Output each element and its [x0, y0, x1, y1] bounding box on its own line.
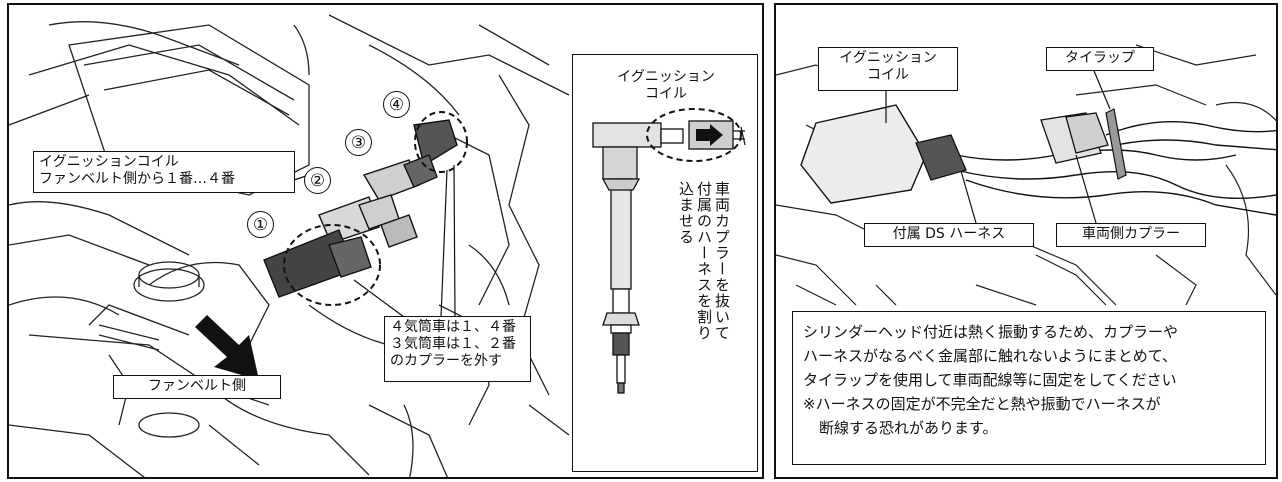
fan-belt-label: ファンベルト側 [113, 375, 281, 399]
tie-wrap-label: タイラップ [1046, 47, 1154, 71]
vehicle-coupler-label: 車両側カプラー [1056, 223, 1206, 247]
inset-instruction-col2: 付属のハーネスを割り [695, 181, 713, 341]
coupler-note-line1: ４気筒車は１、４番 [390, 319, 516, 335]
cylinder-number-1: ① [247, 211, 274, 238]
harness-installation-panel: イグニッション コイル タイラップ 付属 DS ハーネス 車両側カプラー シリン… [774, 3, 1278, 479]
inset-title-line2: コイル [645, 86, 687, 102]
coil-label-line2: コイル [867, 67, 909, 83]
ignition-coil-drawing [592, 108, 746, 394]
coupler-note: ４気筒車は１、４番 ３気筒車は１、２番 のカプラーを外す [384, 316, 531, 382]
arrow-right-icon [696, 124, 723, 146]
coil-label: イグニッション コイル [818, 47, 958, 91]
arrow-fan-belt-icon [195, 315, 259, 380]
caution-note-line1: シリンダーヘッド付近は熱く振動するため、カプラーや [803, 323, 1179, 341]
coupler-note-line2: ３気筒車は１、２番 [390, 336, 516, 352]
coil-position-line1: イグニッションコイル [39, 154, 179, 170]
caution-note-line2: ハーネスがなるべく金属部に触れないようにまとめて、 [803, 347, 1177, 365]
tie-wrap-icon [1105, 108, 1127, 180]
cylinder-number-2: ② [304, 167, 331, 194]
caution-note-line3: タイラップを使用して車両配線等に固定をしてください [803, 371, 1177, 389]
coil-label-line1: イグニッション [839, 50, 937, 66]
inset-instruction-col1: 車両カプラーを抜いて [713, 181, 731, 341]
coil-position-label: イグニッションコイル ファンベルト側から１番…４番 [33, 151, 295, 193]
ignition-coil-inset: イグニッション コイル 車両カプラーを抜いて 付属のハーネスを割り [572, 54, 758, 472]
engine-bay-illustration [9, 14, 570, 477]
ds-harness-label: 付属 DS ハーネス [864, 223, 1034, 247]
caution-note-line4: ※ハーネスの固定が不完全だと熱や振動でハーネスが [803, 395, 1161, 413]
coil-position-line2: ファンベルト側から１番…４番 [39, 171, 235, 187]
inset-instruction-col3: 込ませる [677, 181, 695, 245]
caution-note: シリンダーヘッド付近は熱く振動するため、カプラーや ハーネスがなるべく金属部に触… [792, 311, 1266, 465]
caution-note-line5: 断線する恐れがあります。 [819, 419, 998, 437]
coupler-note-line3: のカプラーを外す [390, 353, 502, 369]
cylinder-number-4: ④ [383, 91, 410, 118]
cylinder-number-3: ③ [345, 129, 372, 156]
inset-title-line1: イグニッション [617, 69, 715, 85]
engine-bay-panel: イグニッションコイル ファンベルト側から１番…４番 ① ② ③ ④ ファンベルト… [7, 3, 764, 479]
